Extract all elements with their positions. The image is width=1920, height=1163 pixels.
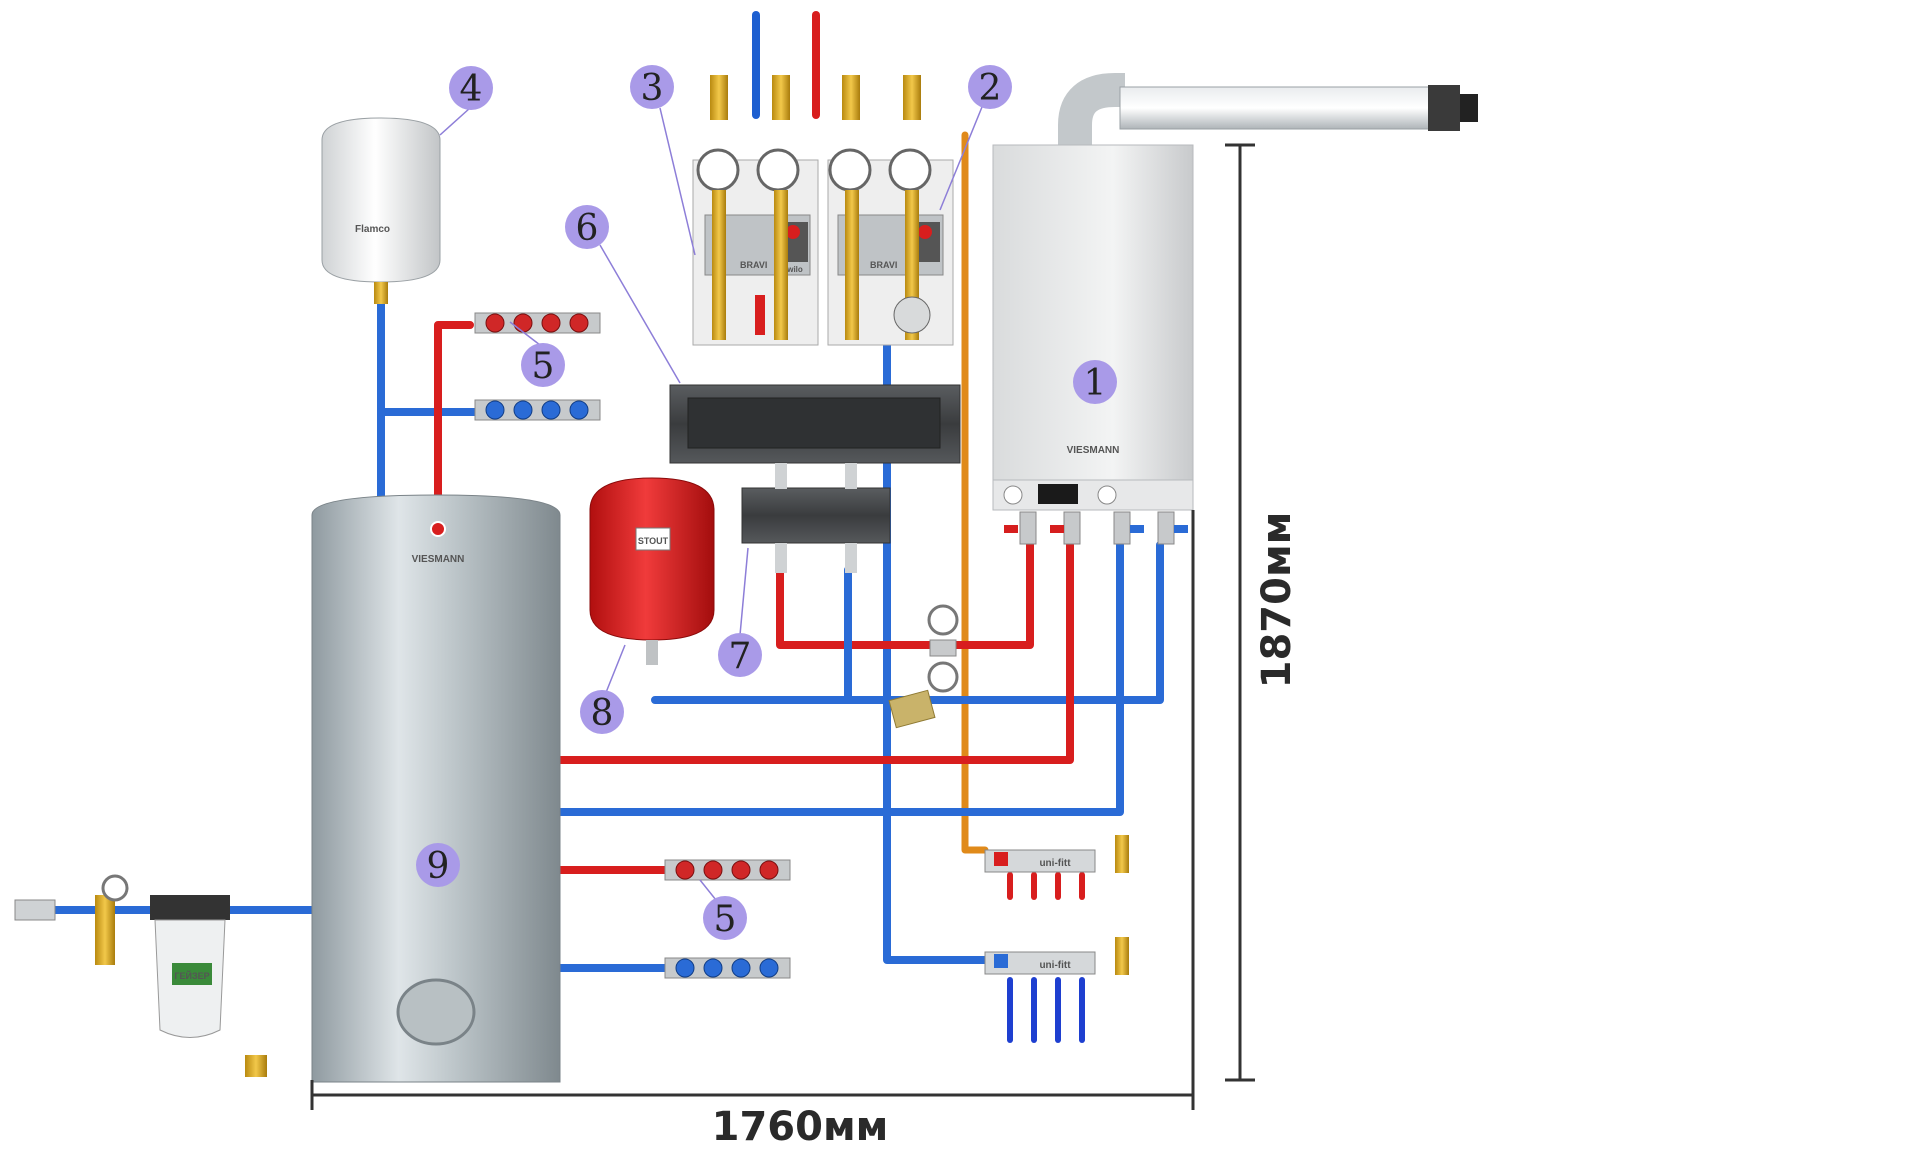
svg-text:7: 7	[729, 636, 752, 677]
pressure-gauges	[888, 604, 959, 729]
hydraulic-separator	[741, 463, 891, 573]
svg-text:8: 8	[591, 693, 614, 734]
pump-group-right: BRAVI	[827, 75, 954, 346]
manifold-cold-top	[474, 399, 601, 421]
manifold-top-brand: uni-fitt	[1039, 858, 1071, 869]
dimension-lines	[310, 143, 1255, 1110]
height-dimension: 1870мм	[1254, 512, 1300, 689]
callout-5-bottom: 5	[703, 896, 747, 940]
svg-text:4: 4	[460, 69, 483, 110]
svg-text:5: 5	[532, 346, 555, 387]
callout-2: 2	[968, 65, 1012, 109]
pipes	[51, 11, 1164, 1043]
manifold-hot-top	[474, 312, 601, 334]
gas-boiler: VIESMANN	[992, 144, 1194, 545]
svg-text:3: 3	[641, 68, 664, 109]
svg-text:1: 1	[1084, 363, 1107, 404]
pump-left-brand: BRAVI	[740, 260, 767, 270]
manifold-hot-bottom	[664, 859, 791, 881]
callout-7: 7	[718, 633, 762, 677]
svg-text:5: 5	[714, 899, 737, 940]
underfloor-manifold-return: uni-fitt	[984, 937, 1129, 975]
filter-brand: ГЕЙЗЕР	[174, 970, 209, 981]
hot-water-tank: VIESMANN	[311, 494, 561, 1083]
distribution-manifold	[669, 384, 961, 464]
pump-right-brand: BRAVI	[870, 260, 897, 270]
pump-group-left: BRAVI wilo	[692, 75, 819, 346]
pump-left-maker: wilo	[786, 265, 803, 274]
underfloor-manifold-supply: uni-fitt	[984, 835, 1129, 873]
callout-6: 6	[565, 205, 609, 249]
callout-8: 8	[580, 690, 624, 734]
expansion-vessel-red: STOUT	[589, 477, 715, 665]
svg-text:6: 6	[576, 208, 599, 249]
callout-1: 1	[1073, 360, 1117, 404]
svg-text:9: 9	[427, 846, 450, 887]
width-dimension: 1760мм	[712, 1104, 889, 1150]
callout-9: 9	[416, 843, 460, 887]
expansion-vessel-white: Flamco	[321, 117, 441, 304]
flue-pipe	[1058, 73, 1478, 145]
svg-text:2: 2	[979, 68, 1002, 109]
callout-4: 4	[449, 66, 493, 110]
tank-brand: VIESMANN	[412, 554, 465, 565]
boiler-brand: VIESMANN	[1067, 445, 1120, 456]
callout-leaders	[439, 106, 983, 906]
expansion-small-brand: Flamco	[355, 224, 390, 235]
manifold-cold-bottom	[664, 957, 791, 979]
callout-3: 3	[630, 65, 674, 109]
callout-5-top: 5	[521, 343, 565, 387]
manifold-bottom-brand: uni-fitt	[1039, 960, 1071, 971]
water-filter: ГЕЙЗЕР	[14, 874, 267, 1077]
expansion-red-brand: STOUT	[638, 536, 669, 546]
